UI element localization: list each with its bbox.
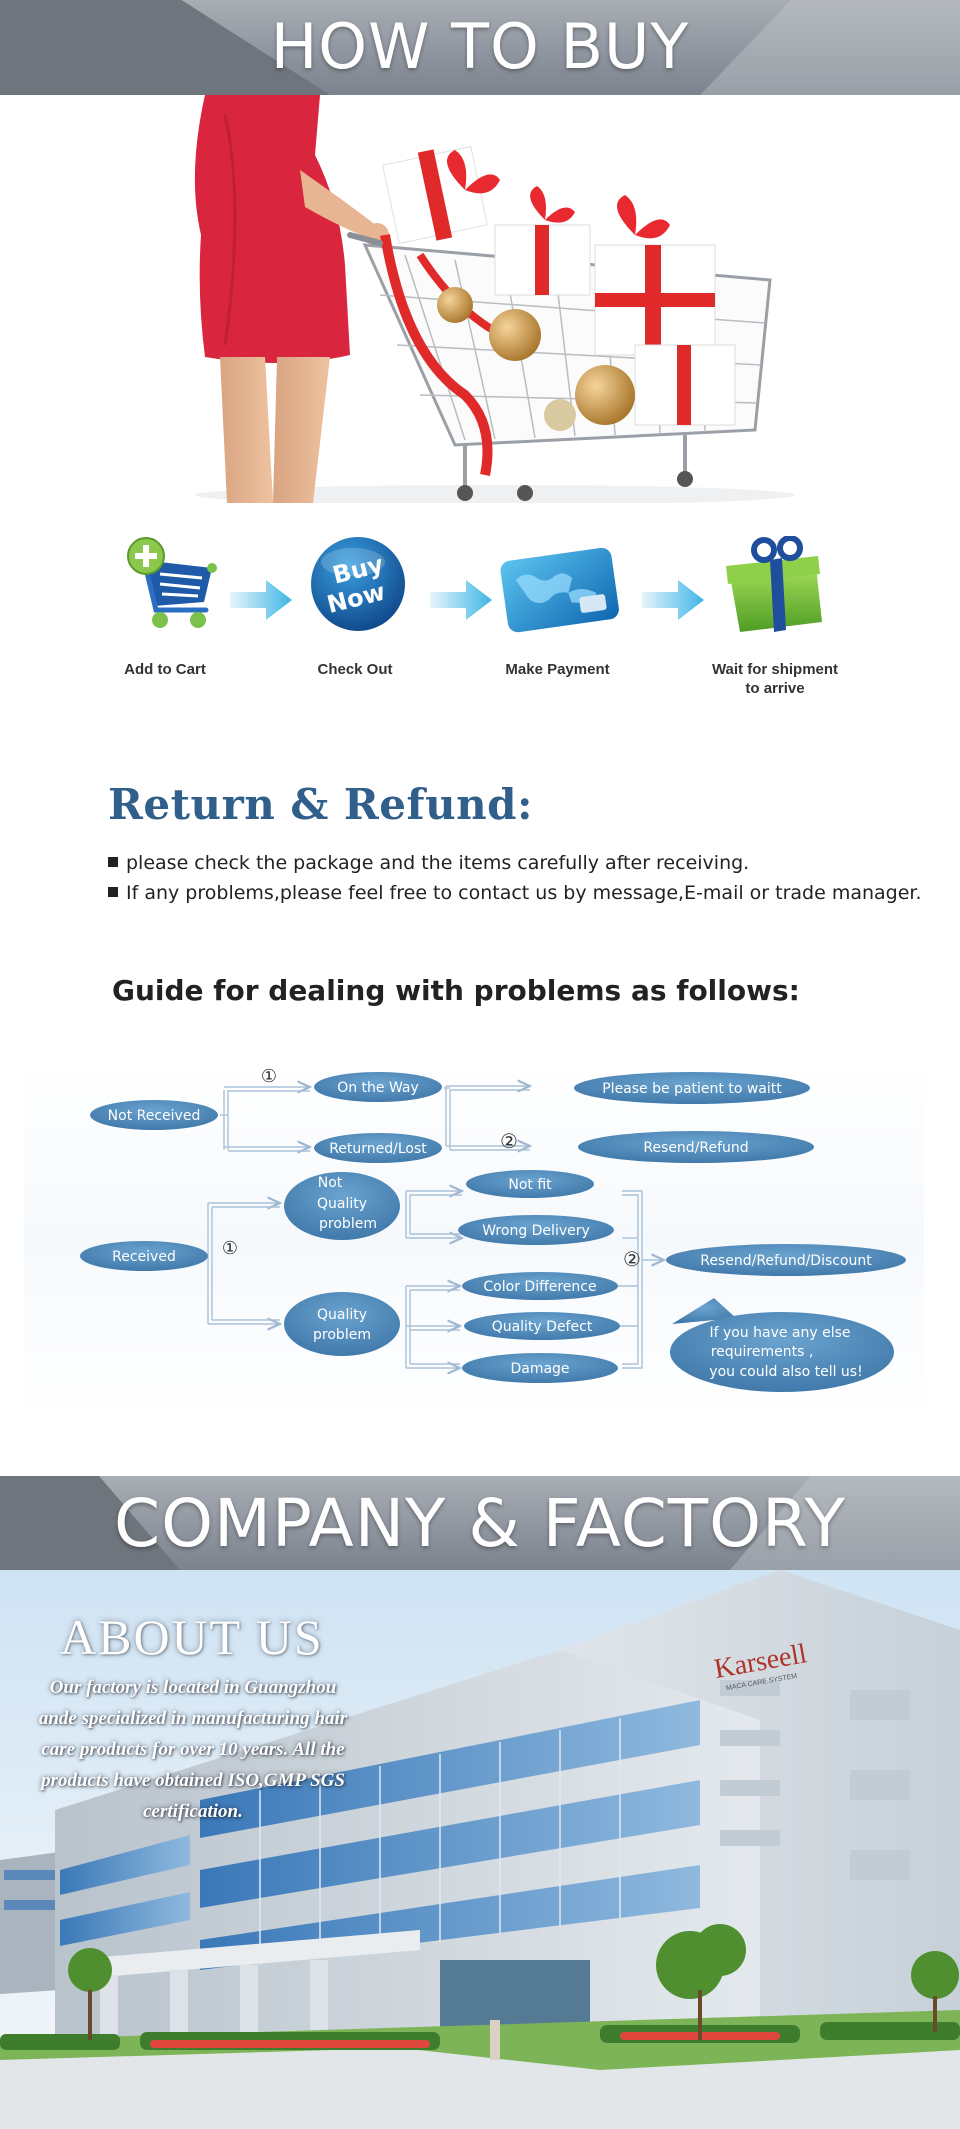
node-on-the-way-label: On the Way <box>337 1080 419 1096</box>
node-not-fit-label: Not fit <box>508 1177 552 1193</box>
node-damage-label: Damage <box>510 1361 569 1377</box>
step-label-check-out: Check Out <box>317 661 393 678</box>
node-resend-refund <box>578 1131 814 1163</box>
node-on-the-way <box>314 1072 442 1102</box>
about-us-line: Our factory is located in Guangzhou <box>49 1677 337 1698</box>
speech-bubble <box>670 1312 894 1392</box>
add-to-cart-icon <box>127 537 217 628</box>
bubble-line1: If you have any else <box>709 1325 850 1341</box>
node-received <box>80 1241 208 1271</box>
step-marker-2: ② <box>500 1129 518 1153</box>
step-marker-2: ② <box>623 1247 641 1271</box>
about-us-title: ABOUT US <box>60 1609 324 1665</box>
step-marker-1: ① <box>222 1238 238 1259</box>
return-refund-line-2: If any problems,please feel free to cont… <box>108 882 922 904</box>
step-add-to-cart: Add to Cart <box>110 530 220 690</box>
about-us-line: ande specialized in manufacturing hair <box>38 1708 348 1729</box>
node-not-quality-line2: Quality <box>317 1196 367 1212</box>
hero-shopping-cart-image <box>165 95 795 503</box>
step-arrow-icon <box>230 580 292 620</box>
node-quality-defect <box>464 1312 620 1340</box>
node-color-difference <box>462 1272 618 1300</box>
bubble-line2: requirements , <box>711 1344 814 1360</box>
gift-box-icon <box>726 536 822 632</box>
about-us-line: certification. <box>143 1801 243 1822</box>
node-not-fit <box>466 1170 594 1198</box>
node-quality-defect-label: Quality Defect <box>492 1319 593 1335</box>
node-resend-refund-discount <box>666 1244 906 1276</box>
step-check-out: Buy Now Check Out <box>300 530 410 690</box>
node-returned-lost <box>314 1133 442 1163</box>
step-label-make-payment: Make Payment <box>505 661 610 678</box>
guide-title: Guide for dealing with problems as follo… <box>112 974 800 1007</box>
how-to-buy-title: HOW TO BUY <box>270 10 690 83</box>
node-be-patient-label: Please be patient to waitt <box>602 1081 782 1097</box>
buy-now-icon: Buy Now <box>311 537 405 631</box>
problem-flowchart: ① ② ① ② Not Received On the Way Returned… <box>24 1060 924 1420</box>
square-bullet-icon <box>108 857 118 867</box>
node-not-quality-line3: problem <box>319 1216 377 1232</box>
return-refund-line-1-text: please check the package and the items c… <box>126 852 750 874</box>
node-damage <box>462 1353 618 1383</box>
about-us-text: Our factory is located in Guangzhou ande… <box>18 1672 368 1827</box>
step-make-payment: Make Payment <box>490 530 625 690</box>
node-not-received <box>90 1100 218 1130</box>
node-not-received-label: Not Received <box>108 1108 201 1124</box>
node-be-patient <box>574 1072 810 1104</box>
about-us-line: care products for over 10 years. All the <box>41 1739 345 1760</box>
node-wrong-delivery-label: Wrong Delivery <box>482 1223 590 1239</box>
company-factory-banner: COMPANY & FACTORY <box>0 1476 960 1570</box>
bubble-line3: you could also tell us! <box>709 1364 862 1380</box>
return-refund-line-1: please check the package and the items c… <box>108 852 749 874</box>
step-marker-1: ① <box>261 1066 277 1087</box>
step-label-wait-line1: Wait for shipment <box>711 661 839 678</box>
return-refund-line-2-text: If any problems,please feel free to cont… <box>126 882 922 904</box>
node-returned-lost-label: Returned/Lost <box>329 1141 427 1157</box>
step-arrow-icon <box>430 580 492 620</box>
credit-card-icon <box>500 547 619 633</box>
how-to-buy-banner: HOW TO BUY <box>0 0 960 95</box>
node-resend-refund-label: Resend/Refund <box>643 1140 748 1156</box>
company-factory-title: COMPANY & FACTORY <box>113 1485 846 1562</box>
node-color-difference-label: Color Difference <box>483 1279 596 1295</box>
step-arrow-icon <box>642 580 704 620</box>
node-received-label: Received <box>112 1249 176 1265</box>
node-quality-line1: Quality <box>317 1307 367 1323</box>
node-not-quality-line1: Not <box>318 1175 343 1191</box>
speech-bubble-tail <box>672 1298 736 1324</box>
node-wrong-delivery <box>458 1215 614 1245</box>
factory-building-photo: Karseell MACA CARE SYSTEM <box>0 1570 960 2129</box>
node-resend-refund-discount-label: Resend/Refund/Discount <box>700 1253 872 1269</box>
node-quality-problem <box>284 1292 400 1356</box>
square-bullet-icon <box>108 887 118 897</box>
node-quality-line2: problem <box>313 1327 371 1343</box>
about-us-line: products have obtained ISO,GMP SGS <box>41 1770 345 1791</box>
node-not-quality-problem <box>284 1172 400 1240</box>
step-label-add-to-cart: Add to Cart <box>124 661 206 678</box>
return-refund-title: Return & Refund: <box>108 780 534 829</box>
step-label-wait-line2: to arrive <box>745 680 805 697</box>
step-wait-for-shipment: Wait for shipment to arrive <box>700 530 850 700</box>
